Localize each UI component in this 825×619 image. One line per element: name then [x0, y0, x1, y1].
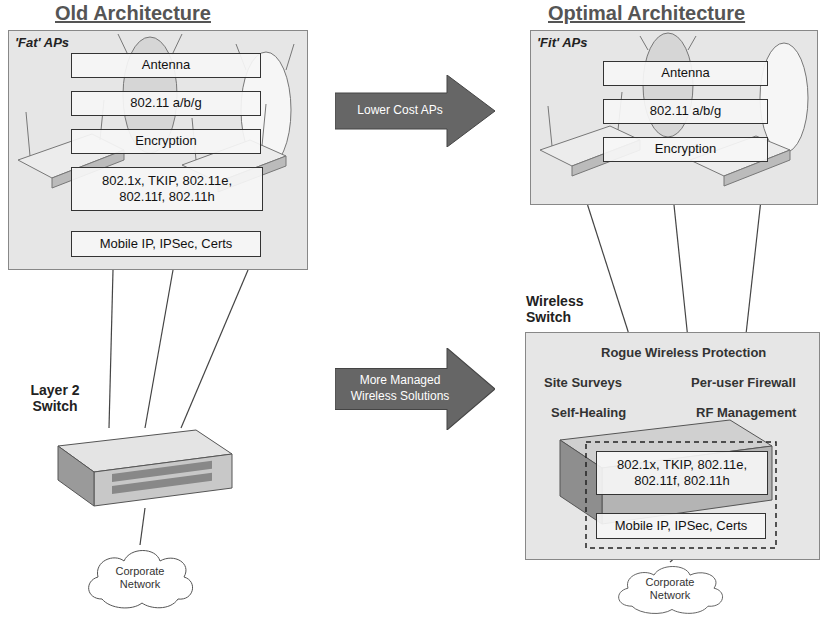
- connector-line: [746, 205, 760, 332]
- arrow-text: Lower Cost APs: [349, 103, 480, 119]
- network-cloud: Corporate Network: [610, 562, 730, 616]
- arrow-text: More Managed Wireless Solutions: [335, 373, 495, 404]
- panel-ground: [8, 30, 308, 270]
- group-panel: 'Fit' APsAntenna 802.11 a/b/gEncryption: [530, 30, 818, 205]
- panel-heading: 'Fit' APs: [537, 35, 587, 50]
- panel-ground: [525, 332, 820, 560]
- block-arrow: More Managed Wireless Solutions: [335, 348, 495, 430]
- function-box: Encryption: [603, 137, 768, 162]
- connector-line: [145, 270, 173, 428]
- function-box: 802.11 a/b/g: [71, 91, 261, 116]
- feature-text: Per-user Firewall: [691, 375, 796, 390]
- connector-line: [674, 205, 687, 332]
- panel-ground: [530, 30, 818, 205]
- section-heading: Old Architecture: [55, 2, 211, 25]
- function-box: Mobile IP, IPSec, Certs: [596, 513, 766, 539]
- cloud-text: Corporate Network: [610, 576, 730, 602]
- box-text: 802.1x, TKIP, 802.11e, 802.11f, 802.11h: [78, 173, 256, 206]
- feature-text: Rogue Wireless Protection: [601, 345, 766, 360]
- access-point-drawing: [540, 33, 808, 186]
- group-panel: 'Fat' APsAntenna 802.11 a/b/gEncryption 80…: [8, 30, 308, 270]
- box-text: 802.11 a/b/g: [130, 95, 201, 111]
- group-panel: Wireless SwitchRogue Wireless Protection…: [525, 332, 820, 560]
- connector-line: [140, 508, 145, 545]
- box-text: Encryption: [135, 133, 196, 149]
- box-text: Mobile IP, IPSec, Certs: [100, 236, 233, 252]
- function-box: 802.1x, TKIP, 802.11e, 802.11f, 802.11h: [71, 167, 263, 211]
- switch-drawing: [58, 430, 232, 506]
- box-text: 802.11 a/b/g: [650, 103, 721, 119]
- connector-line: [588, 205, 629, 332]
- connector-line: [670, 560, 673, 562]
- panel-heading: 'Fat' APs: [15, 35, 69, 50]
- feature-text: Self-Healing: [551, 405, 626, 420]
- dashed-group: [586, 442, 776, 548]
- function-box: 802.11 a/b/g: [603, 99, 768, 124]
- section-heading: Optimal Architecture: [548, 2, 745, 25]
- function-box: Mobile IP, IPSec, Certs: [71, 231, 261, 257]
- box-text: Antenna: [142, 57, 190, 73]
- function-box: Antenna: [603, 61, 768, 86]
- connector-line: [109, 270, 113, 428]
- switch-drawing: [560, 420, 772, 524]
- box-text: 802.1x, TKIP, 802.11e, 802.11f, 802.11h: [603, 457, 761, 490]
- box-text: Antenna: [661, 65, 709, 81]
- function-box: Antenna: [71, 53, 261, 78]
- function-box: Encryption: [71, 129, 261, 154]
- panel-heading: Wireless Switch: [526, 293, 606, 325]
- feature-text: Site Surveys: [544, 375, 622, 390]
- block-arrow: Lower Cost APs: [335, 75, 495, 147]
- box-text: Encryption: [655, 141, 716, 157]
- switch-node: Layer 2 Switch: [55, 428, 235, 508]
- feature-text: RF Management: [696, 405, 796, 420]
- connector-line: [181, 270, 248, 428]
- network-cloud: Corporate Network: [80, 545, 200, 611]
- box-text: Mobile IP, IPSec, Certs: [615, 518, 748, 534]
- cloud-text: Corporate Network: [80, 565, 200, 591]
- panel-heading: Layer 2 Switch: [15, 382, 95, 414]
- function-box: 802.1x, TKIP, 802.11e, 802.11f, 802.11h: [596, 451, 768, 495]
